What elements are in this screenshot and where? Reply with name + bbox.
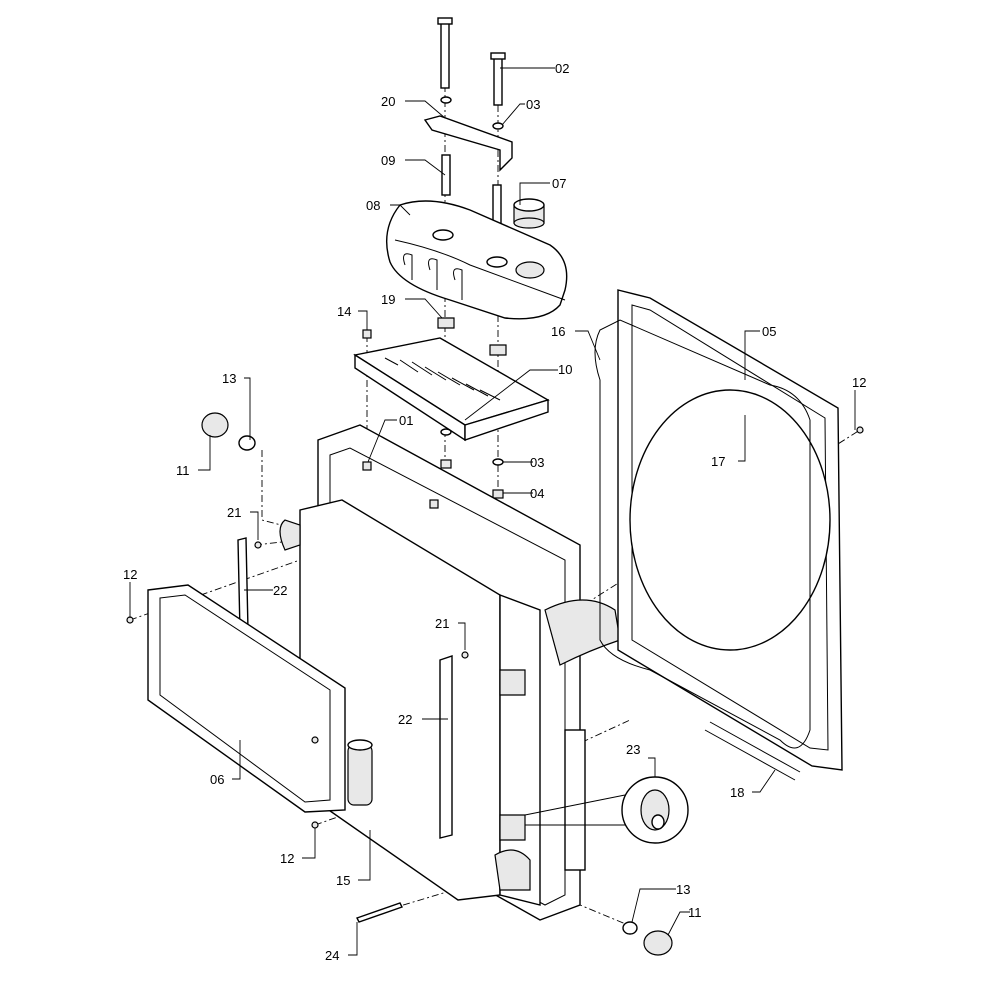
condenser	[147, 584, 373, 813]
callout-07: 07	[552, 176, 566, 191]
callout-11b: 11	[688, 905, 702, 920]
screw	[362, 329, 372, 339]
callout-18: 18	[730, 785, 744, 800]
callout-08: 08	[366, 198, 380, 213]
fitting	[622, 921, 673, 956]
callout-labels: 02 20 03 09 07 08 14 19 16 05 10 13 12 0…	[123, 61, 866, 963]
callout-12b: 12	[123, 567, 137, 582]
callout-21: 21	[227, 505, 241, 520]
callout-22: 22	[273, 583, 287, 598]
leader-lines	[129, 67, 856, 956]
spacer	[492, 184, 502, 226]
bolts	[437, 17, 506, 130]
tank-support-tray	[353, 337, 550, 442]
seal-strip	[439, 655, 453, 839]
callout-12: 12	[852, 375, 866, 390]
callout-13: 13	[222, 371, 236, 386]
callout-10: 10	[558, 362, 572, 377]
expansion-tank	[386, 200, 568, 320]
seal-strip	[237, 537, 249, 633]
callout-21b: 21	[435, 616, 449, 631]
callout-03: 03	[526, 97, 540, 112]
filler-cap	[513, 198, 545, 229]
part-23-detail	[524, 776, 689, 844]
callout-15: 15	[336, 873, 350, 888]
callout-06: 06	[210, 772, 224, 787]
callout-17: 17	[711, 454, 725, 469]
callout-14: 14	[337, 304, 351, 319]
callout-01: 01	[399, 413, 413, 428]
callout-19: 19	[381, 292, 395, 307]
bolt-24	[356, 902, 403, 923]
fitting	[201, 412, 256, 451]
callout-04: 04	[530, 486, 544, 501]
callout-02: 02	[555, 61, 569, 76]
bracket	[423, 115, 513, 172]
callout-05: 05	[762, 324, 776, 339]
callout-13b: 13	[676, 882, 690, 897]
callout-09: 09	[381, 153, 395, 168]
callout-16: 16	[551, 324, 565, 339]
callout-12c: 12	[280, 851, 294, 866]
spacer	[441, 154, 451, 196]
callout-22b: 22	[398, 712, 412, 727]
callout-11: 11	[176, 463, 190, 478]
callout-23: 23	[626, 742, 640, 757]
fan-shroud	[594, 289, 843, 781]
callout-03b: 03	[530, 455, 544, 470]
rubber-mount	[437, 317, 455, 329]
callout-24: 24	[325, 948, 339, 963]
rubber-mount	[489, 344, 507, 356]
callout-20: 20	[381, 94, 395, 109]
